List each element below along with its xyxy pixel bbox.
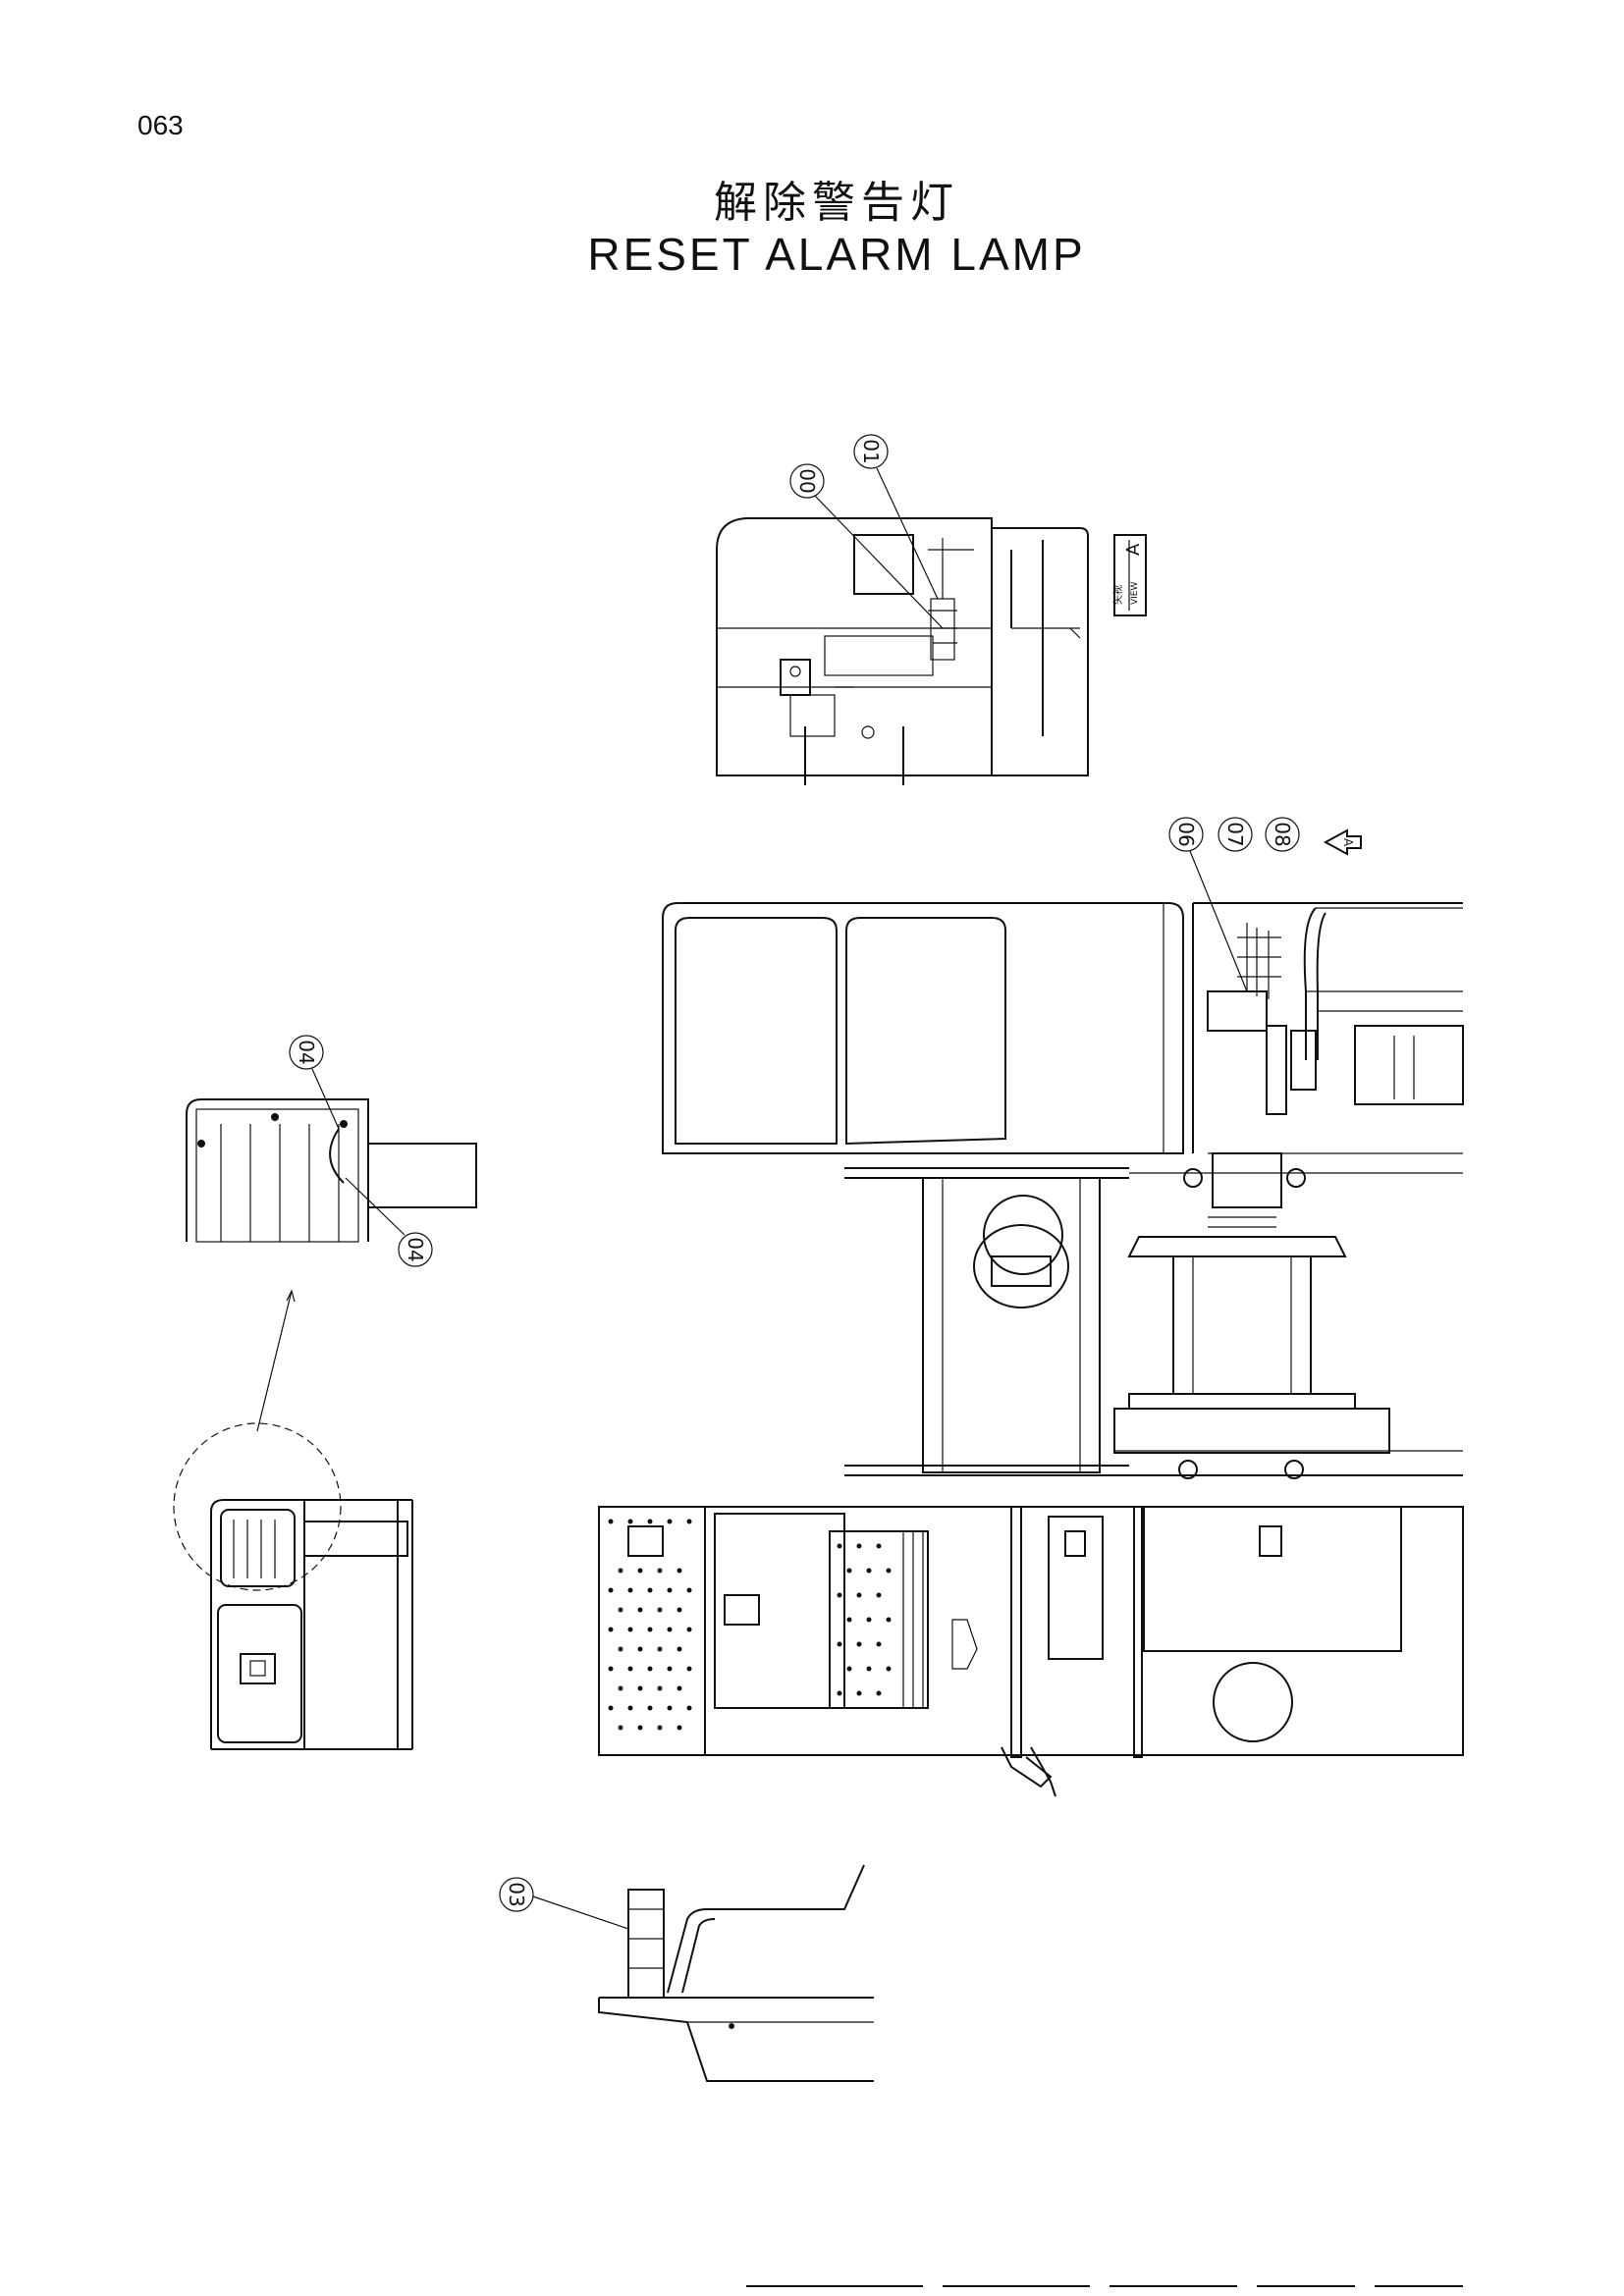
view-arrow-a: A: [1323, 828, 1362, 856]
bottom-rule-3: [1110, 2285, 1237, 2287]
bottom-rule-5: [1375, 2285, 1463, 2287]
callout-06: 06: [1168, 817, 1248, 992]
detail-leader: [256, 1290, 293, 1432]
view-a-detail: 矢视 VIEW A: [716, 517, 1147, 785]
bottom-rule-4: [1257, 2285, 1355, 2287]
lower-left-detail: [173, 1422, 413, 1750]
callout-00: 00: [789, 463, 944, 629]
bottom-detail-03: [598, 1864, 874, 2082]
callout-07-label: 07: [1223, 822, 1247, 846]
callout-06-label: 06: [1174, 822, 1198, 846]
view-arrow-label: A: [1341, 838, 1355, 847]
callout-08-label: 08: [1271, 822, 1294, 846]
callout-04-lower: 04: [345, 1177, 433, 1267]
callout-04-upper-label: 04: [295, 1040, 318, 1064]
callout-01: 01: [853, 434, 939, 600]
bottom-rule-1: [746, 2285, 923, 2287]
callout-08: 08: [1265, 817, 1300, 852]
detail-leader-arrow: [286, 1289, 296, 1303]
main-machine-plan: [598, 902, 1464, 1797]
title-chinese: 解除警告灯: [714, 178, 959, 228]
title-english: RESET ALARM LAMP: [587, 229, 1086, 280]
callout-07: 07: [1218, 817, 1253, 852]
view-label-letter: A: [1123, 543, 1144, 556]
callout-03-label: 03: [505, 1882, 528, 1906]
callout-00-label: 00: [795, 468, 819, 493]
rivet-pattern: [608, 1519, 892, 1731]
page-number: 063: [137, 110, 184, 140]
callout-04-upper: 04: [289, 1035, 340, 1130]
view-label-chinese: 矢视: [1111, 585, 1124, 605]
left-detail-04: [186, 1098, 477, 1243]
bottom-rule-2: [943, 2285, 1090, 2287]
view-label-english: VIEW: [1130, 582, 1140, 605]
callout-03: 03: [499, 1877, 629, 1930]
callout-04-lower-label: 04: [404, 1237, 427, 1261]
callout-01-label: 01: [859, 439, 883, 463]
